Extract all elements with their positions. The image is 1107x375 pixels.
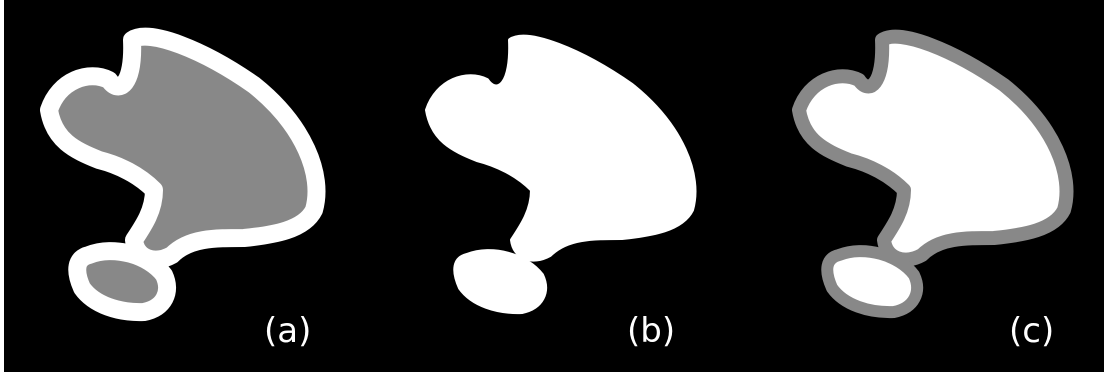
panel-c-label: (c) <box>1009 311 1054 351</box>
panel-b-main-region <box>427 37 695 260</box>
panel-c-small-region <box>827 251 917 312</box>
panel-a-main-region <box>49 37 317 260</box>
panel-a-label: (a) <box>264 311 311 351</box>
panel-b-label: (b) <box>627 311 675 351</box>
figure-canvas: (a) (b) (c) <box>4 0 1104 372</box>
panel-c: (c) <box>799 37 1067 351</box>
panel-a: (a) <box>49 37 317 351</box>
panel-a-small-region <box>77 251 167 312</box>
figure-svg: (a) (b) (c) <box>4 0 1104 372</box>
panel-c-main-region <box>799 37 1067 260</box>
panel-b: (b) <box>427 37 695 351</box>
